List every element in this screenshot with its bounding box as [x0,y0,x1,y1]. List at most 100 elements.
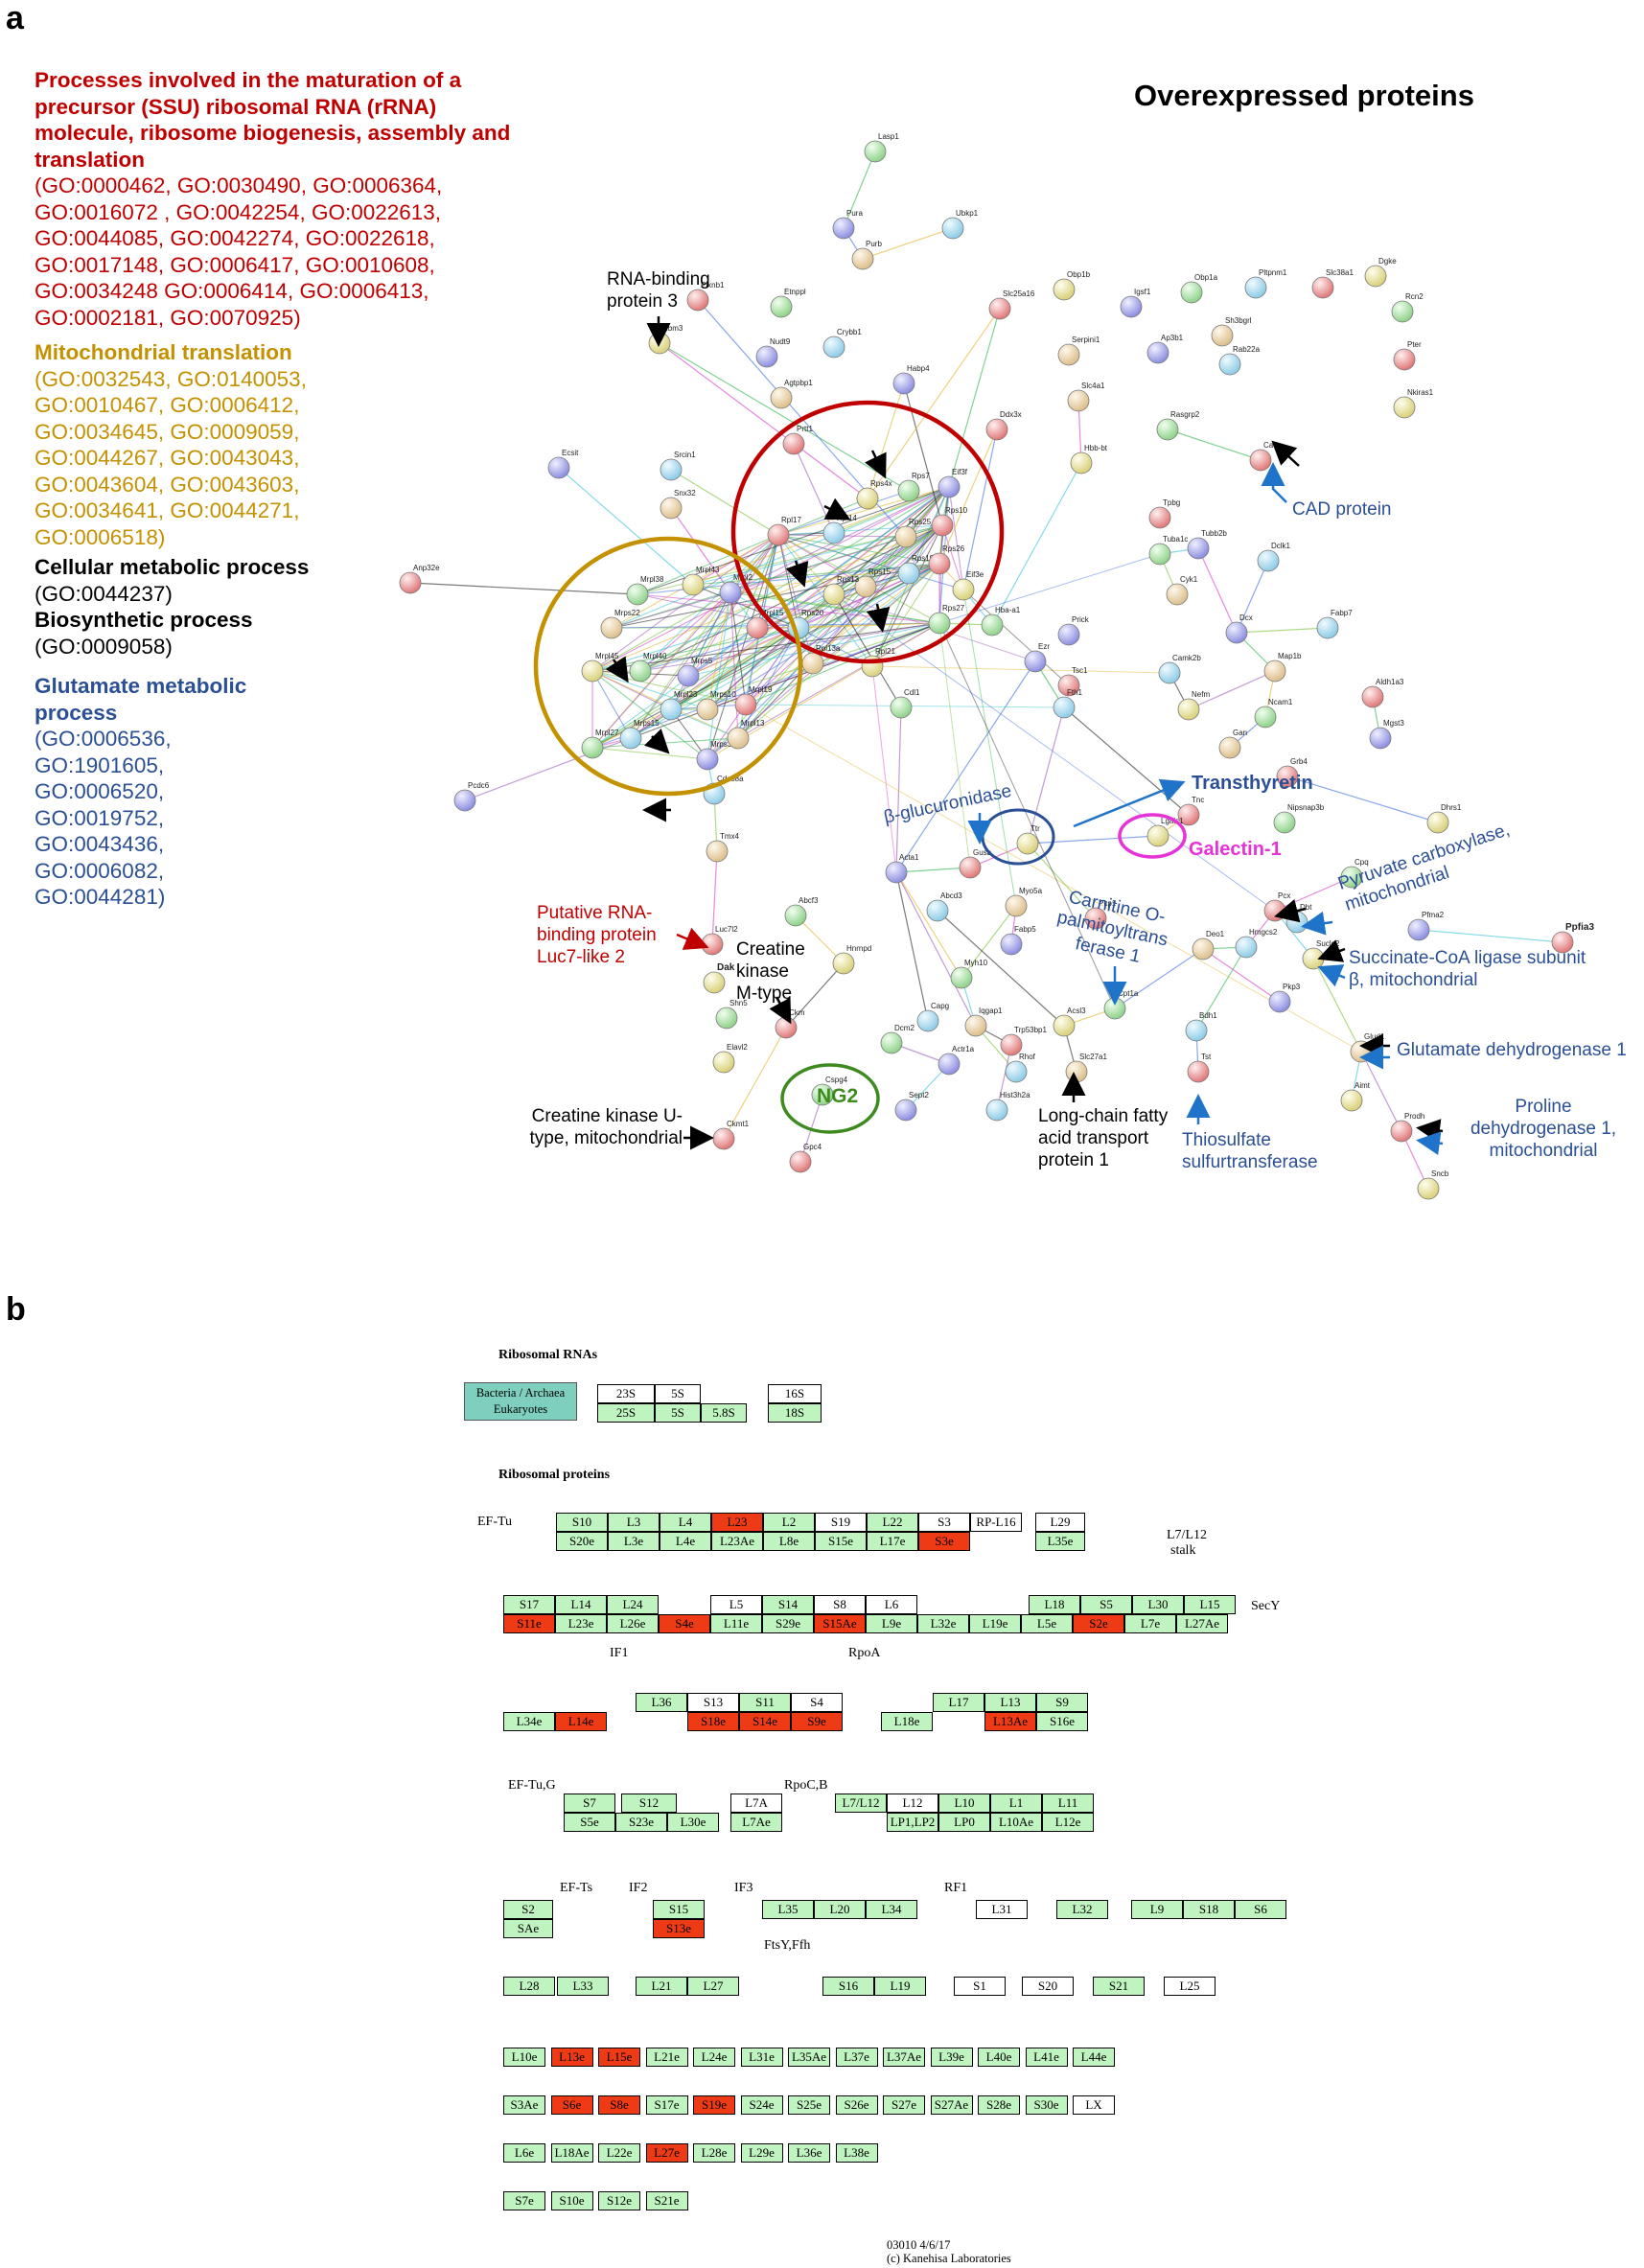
protein-node: Mrpl13 [727,719,765,750]
interaction-edge [1197,547,1238,634]
ftsy-ffh-label: FtsY,Ffh [764,1938,811,1953]
protein-node-label: Prick [1072,615,1090,624]
interaction-edge [464,737,632,801]
interaction-edge [777,498,868,536]
protein-node-label: Mrpl45 [595,652,619,660]
go-line: GO:0002181, GO:0070925) [35,305,301,330]
protein-node-ball [880,1031,903,1054]
protein-node-label: Pfma2 [1422,911,1445,919]
ribosomal-protein-box: 25S [597,1403,655,1423]
protein-node-label: Cpq [1355,858,1369,867]
ribosomal-protein-box: 18S [768,1403,822,1423]
protein-node-label: Mrpl13 [741,719,765,728]
protein-node: Crybb1 [822,328,862,359]
ribosomal-protein-box: S28e [978,2095,1020,2115]
gusb-circle [981,808,1055,866]
ribosomal-protein-box: S4 [791,1693,843,1712]
ng2-label: NG2 [817,1085,859,1107]
interaction-edge [1418,929,1563,943]
interaction-edge [948,308,1001,488]
protein-node: Tnc [1177,796,1204,826]
protein-node: Cad [1249,441,1278,472]
ribosomal-protein-box: S4e [659,1614,710,1633]
ribosomal-protein-box: L20 [814,1900,866,1919]
protein-node: Rbm3 [648,324,683,355]
ribosomal-protein-box: 23S [597,1384,655,1403]
protein-node: Tubb2b [1187,529,1227,560]
interaction-edge [895,660,1036,873]
interaction-edge [639,534,779,672]
protein-node-ball [1057,623,1080,646]
protein-node-label: Rps27 [942,604,965,613]
interaction-edge [692,486,950,586]
protein-node-ball [660,698,683,721]
protein-node-ball [1218,736,1241,759]
protein-node-label: Dgke [1378,257,1397,266]
protein-node-label: Ppfia3 [1565,922,1594,933]
protein-node: Rps10 [931,506,968,537]
interaction-edge [962,428,998,590]
go-line: GO:0034248 GO:0006414, GO:0006413, [35,279,429,303]
protein-node-label: Tmx4 [720,832,740,841]
ribosomal-protein-box: S17 [503,1595,555,1614]
go-line: GO:0016072 , GO:0042254, GO:0022613, [35,199,442,224]
protein-node-label: Mrps15 [634,719,660,728]
protein-node-label: Dcm2 [894,1024,915,1032]
ribosomal-protein-box: S15 [653,1900,705,1919]
interaction-edge [630,622,940,739]
protein-node-label: Mrpl43 [696,566,720,574]
protein-node-label: Serpini1 [1072,336,1100,344]
protein-node: Cpt1a [1103,989,1139,1020]
protein-node-label: Sh3bgrl [1225,316,1252,325]
protein-node: Ubkp1 [941,209,979,240]
interaction-edge [591,627,799,749]
protein-node: Tpbg [1148,498,1180,529]
protein-node: Dcm2 [880,1024,915,1054]
ribosomal-protein-box: L27e [645,2143,688,2163]
go-line: (GO:0032543, GO:0140053, [35,366,307,391]
protein-node-label: Hbb-bt [1084,444,1108,452]
protein-node: Lasp1 [864,132,899,163]
protein-node-ball [928,552,951,575]
protein-node: Trp53bp1 [1000,1026,1048,1056]
protein-node-ball [770,295,793,318]
protein-node-label: Nipsnap3b [1287,803,1325,812]
protein-node: Ezr [1024,642,1050,673]
protein-node-label: Prtt1 [797,425,813,433]
interaction-edge [723,1027,787,1140]
ribosomal-proteins-title: Ribosomal proteins [498,1468,611,1482]
protein-node-ball [801,652,824,675]
protein-node-label: Mrps30 [710,740,736,749]
go-line: GO:0044085, GO:0042274, GO:0022618, [35,226,435,250]
protein-node-ball [822,583,845,606]
ribosomal-protein-box: S26e [835,2095,878,2115]
interaction-edge [843,150,876,229]
protein-node-label: Tuba1c [1163,535,1188,544]
interaction-edge [862,227,954,260]
protein-node-label: Sept2 [909,1091,929,1099]
protein-node: Tmx4 [706,832,740,863]
protein-node-ball [581,736,604,759]
ribosomal-protein-box: L28e [693,2143,735,2163]
bio-go: (GO:0009058) [35,634,173,659]
protein-node-ball [938,475,961,498]
rpoa-label: RpoA [848,1646,881,1660]
protein-node-label: Aimt [1355,1081,1371,1090]
ribosomal-protein-box: L23 [711,1513,763,1532]
ribosomal-protein-box: L33 [557,1977,609,1996]
interaction-edge [692,563,940,586]
protein-node-ball [851,247,874,270]
interaction-edge [687,524,943,677]
protein-node-label: Tst [1201,1053,1212,1061]
protein-node: Obp1a [1180,273,1218,304]
ribosomal-protein-box: L38e [835,2143,878,2163]
ribosomal-protein-box: L40e [978,2048,1020,2067]
mito-cluster-circle [533,536,803,797]
interaction-edge [630,591,731,739]
protein-node: Iqgap1 [964,1007,1003,1037]
go-line: GO:0010467, GO:0006412, [35,393,300,417]
go-line: (GO:0000462, GO:0030490, GO:0006364, [35,174,443,197]
protein-node: Myo5a [1005,887,1043,917]
protein-node-label: Aldh1a3 [1376,678,1404,686]
